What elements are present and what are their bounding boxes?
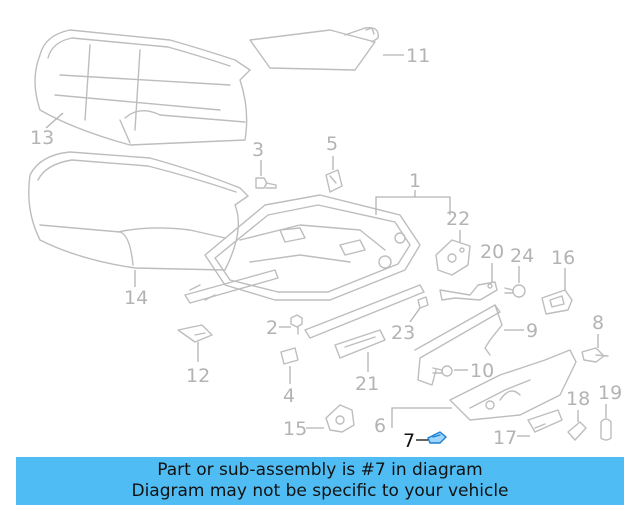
callout-20[interactable]: 20: [480, 241, 504, 263]
part-20-bracket[interactable]: [439, 281, 498, 301]
callout-18[interactable]: 18: [566, 388, 590, 410]
callout-21[interactable]: 21: [355, 373, 379, 395]
callout-1[interactable]: 1: [409, 170, 421, 192]
callout-14[interactable]: 14: [124, 287, 148, 309]
callout-13[interactable]: 13: [30, 127, 54, 149]
callout-8[interactable]: 8: [592, 312, 604, 334]
leader-1: [375, 196, 451, 215]
callout-3[interactable]: 3: [252, 139, 264, 161]
leader-6: [391, 407, 452, 428]
callout-5[interactable]: 5: [326, 133, 338, 155]
part-13-cushion-cover[interactable]: [34, 29, 251, 146]
callout-23[interactable]: 23: [391, 322, 415, 344]
part-22-motor[interactable]: [435, 239, 471, 276]
info-banner: Part or sub-assembly is #7 in diagram Di…: [16, 457, 624, 505]
part-24-nut[interactable]: [504, 284, 526, 298]
callout-17[interactable]: 17: [493, 427, 517, 449]
part-12-clip[interactable]: [177, 324, 213, 343]
callout-2[interactable]: 2: [266, 317, 278, 339]
part-16-switch[interactable]: [541, 289, 573, 315]
part-19-cap[interactable]: [600, 418, 612, 441]
callout-22[interactable]: 22: [446, 208, 470, 230]
banner-line-1: Part or sub-assembly is #7 in diagram: [157, 460, 483, 480]
part-11-heater-pad[interactable]: [249, 27, 379, 71]
part-2-bolt[interactable]: [290, 314, 303, 335]
part-17-strip[interactable]: [527, 409, 563, 433]
callout-19[interactable]: 19: [598, 382, 622, 404]
callout-9[interactable]: 9: [526, 320, 538, 342]
part-1-seat-frame[interactable]: [184, 194, 425, 339]
part-9-wire[interactable]: [414, 304, 503, 386]
callout-7[interactable]: 7: [403, 430, 415, 452]
part-7-clip[interactable]: [427, 431, 447, 444]
part-3-bolt[interactable]: [255, 177, 277, 189]
part-18-knob[interactable]: [567, 421, 587, 441]
part-10-screw[interactable]: [432, 365, 453, 377]
callout-16[interactable]: 16: [551, 247, 575, 269]
parts-diagram: 13 11 14 3 5 1: [28, 27, 622, 452]
callout-24[interactable]: 24: [510, 245, 534, 267]
callout-11[interactable]: 11: [406, 45, 430, 67]
part-21-cover[interactable]: [334, 329, 386, 359]
part-8-clip[interactable]: [581, 347, 609, 363]
leader-13: [45, 112, 64, 129]
part-23-clip[interactable]: [417, 296, 429, 309]
part-5-clip[interactable]: [325, 169, 343, 193]
part-15-motor[interactable]: [325, 404, 355, 433]
leader-23: [409, 307, 421, 323]
part-6-side-shield[interactable]: [449, 349, 577, 421]
banner-line-2: Diagram may not be specific to your vehi…: [131, 481, 509, 501]
callout-12[interactable]: 12: [186, 365, 210, 387]
callout-15[interactable]: 15: [283, 418, 307, 440]
part-14-cushion-pad[interactable]: [28, 151, 249, 271]
part-4-clip[interactable]: [280, 347, 299, 365]
callout-10[interactable]: 10: [470, 360, 494, 382]
callout-4[interactable]: 4: [283, 385, 295, 407]
callout-6[interactable]: 6: [374, 415, 386, 437]
